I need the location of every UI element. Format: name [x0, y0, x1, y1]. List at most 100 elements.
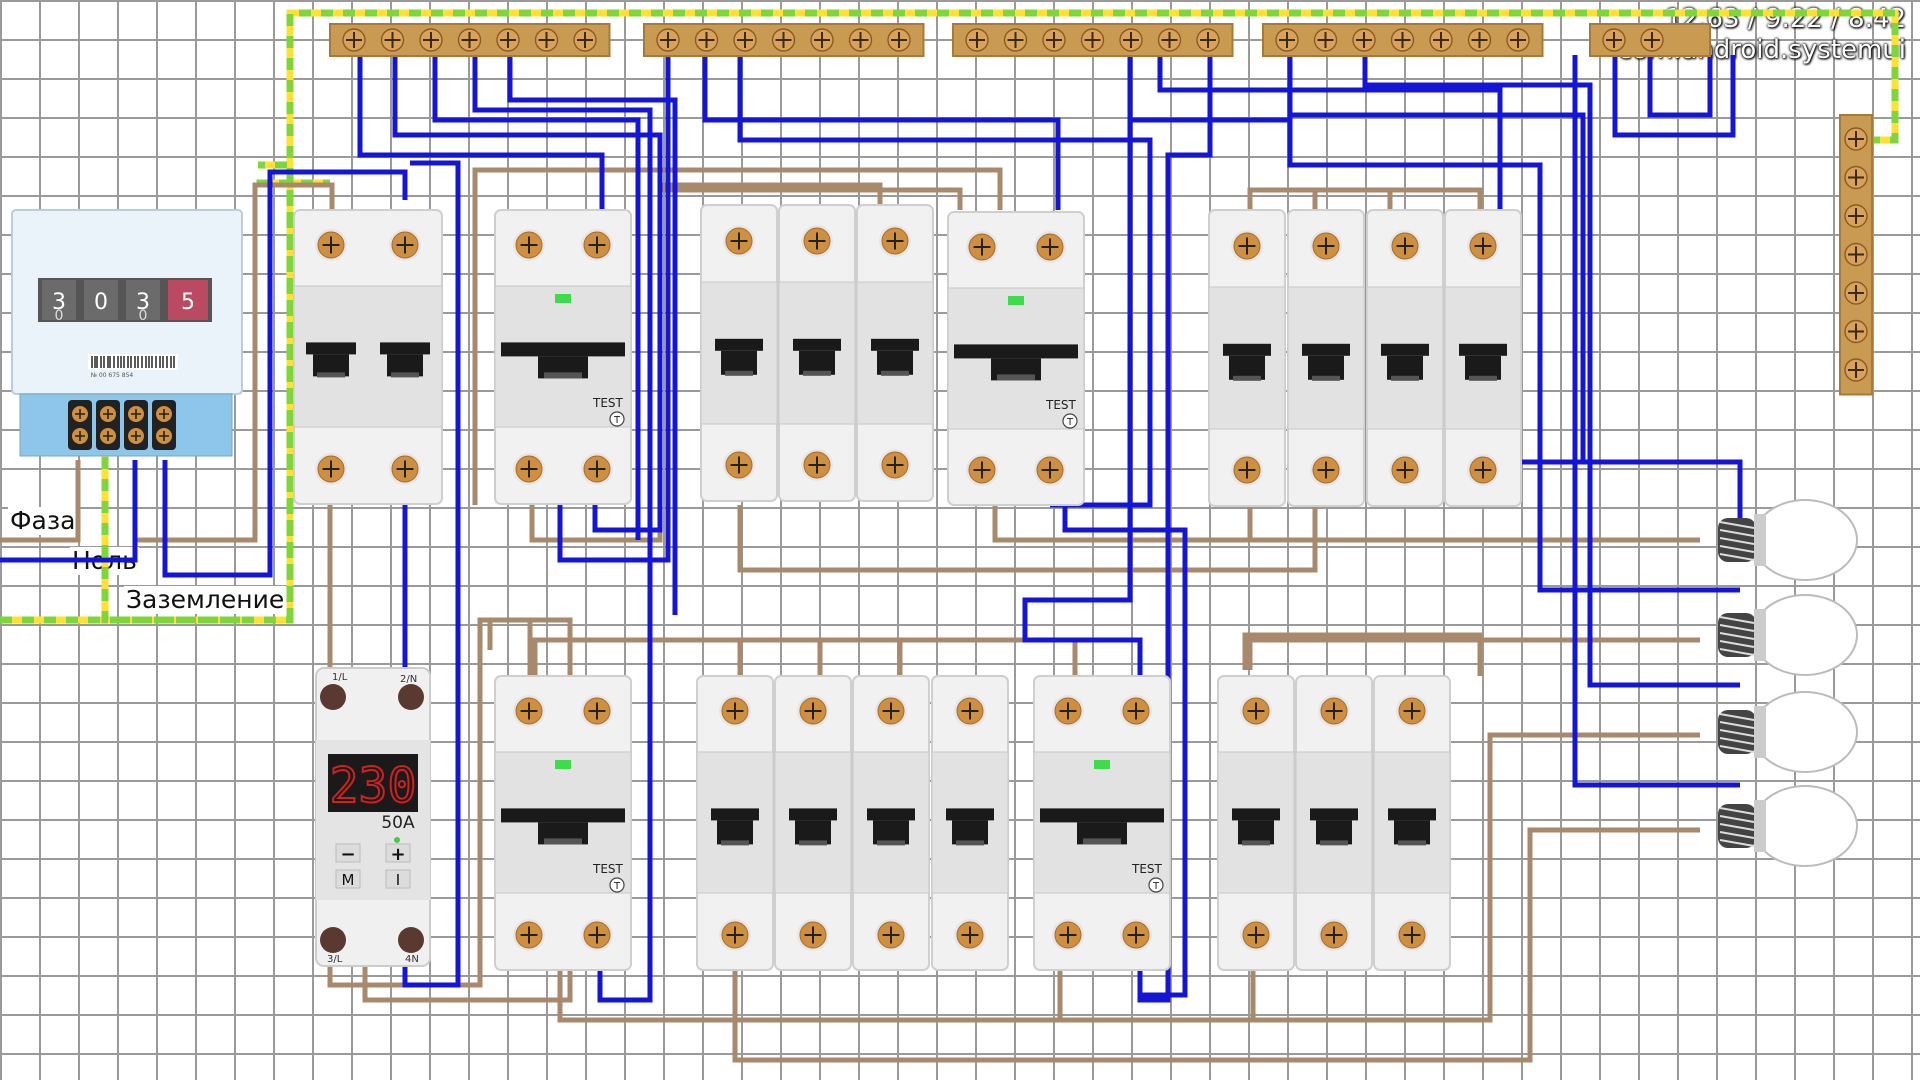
light-bulb-icon[interactable]: [1718, 691, 1858, 773]
screw-terminal[interactable]: [1396, 695, 1428, 727]
screw-terminal[interactable]: [581, 919, 613, 951]
breaker-lever[interactable]: [387, 354, 423, 377]
wire[interactable]: [532, 637, 1078, 676]
circuit-breaker[interactable]: [1287, 209, 1365, 507]
rcd-lever[interactable]: [1040, 808, 1164, 823]
relay-plus-button[interactable]: +: [390, 844, 405, 865]
screw-terminal[interactable]: [1318, 695, 1350, 727]
screw-terminal[interactable]: [513, 453, 545, 485]
screw-terminal[interactable]: [723, 225, 755, 257]
wire[interactable]: [162, 169, 408, 578]
circuit-breaker[interactable]: [856, 204, 934, 502]
rcd-lever[interactable]: [501, 342, 625, 357]
light-bulb-icon[interactable]: [1718, 594, 1858, 676]
screw-terminal[interactable]: [875, 695, 907, 727]
screw-terminal[interactable]: [513, 229, 545, 261]
wire[interactable]: [1062, 505, 1188, 998]
screw-terminal[interactable]: [1396, 919, 1428, 951]
ground-wire[interactable]: [0, 9, 1899, 624]
wire[interactable]: [1612, 55, 1736, 138]
screw-terminal[interactable]: [1389, 454, 1421, 486]
screw-terminal[interactable]: [719, 695, 751, 727]
electric-meter[interactable]: 3 0 3 5 0 0 № 00 675 854: [11, 209, 243, 457]
screw-terminal[interactable]: [1231, 454, 1263, 486]
wire[interactable]: [432, 55, 641, 540]
screw-terminal[interactable]: [389, 453, 421, 485]
wire[interactable]: [992, 505, 1700, 543]
screw-terminal[interactable]: [1052, 695, 1084, 727]
screw-terminal[interactable]: [1467, 454, 1499, 486]
wire[interactable]: [357, 55, 605, 210]
circuit-breaker[interactable]: [1373, 675, 1451, 971]
screw-terminal[interactable]: [719, 919, 751, 951]
rcd-test-button[interactable]: [1148, 877, 1164, 893]
wire[interactable]: [1287, 90, 1586, 462]
relay-terminal-screw[interactable]: [320, 684, 346, 710]
rcd-test-button[interactable]: [1062, 413, 1078, 429]
wire[interactable]: [1245, 637, 1700, 670]
rcd-lever[interactable]: [954, 344, 1078, 359]
relay-terminal-screw[interactable]: [320, 927, 346, 953]
screw-terminal[interactable]: [315, 453, 347, 485]
wire[interactable]: [1022, 55, 1143, 676]
wire[interactable]: [1242, 632, 1483, 676]
breaker-lever[interactable]: [313, 354, 349, 377]
screw-terminal[interactable]: [1120, 919, 1152, 951]
voltage-relay[interactable]: 1/L 2/N 230 50A − + M I 3/L 4N: [315, 667, 431, 967]
screw-terminal[interactable]: [1034, 231, 1066, 263]
terminal-busbar[interactable]: [329, 23, 611, 57]
wire[interactable]: [472, 167, 1003, 505]
rcd-test-button[interactable]: [609, 877, 625, 893]
wire[interactable]: [1250, 970, 1490, 1023]
screw-terminal[interactable]: [797, 695, 829, 727]
screw-terminal[interactable]: [1231, 230, 1263, 262]
terminal-busbar[interactable]: [1839, 114, 1873, 396]
screw-terminal[interactable]: [581, 695, 613, 727]
screw-terminal[interactable]: [1240, 919, 1272, 951]
rcd-test-button[interactable]: [609, 411, 625, 427]
wire[interactable]: [0, 460, 81, 543]
terminal-busbar[interactable]: [1262, 23, 1544, 57]
relay-terminal-screw[interactable]: [398, 684, 424, 710]
circuit-breaker[interactable]: [700, 204, 778, 502]
circuit-breaker[interactable]: [293, 209, 443, 505]
wire[interactable]: [557, 55, 671, 563]
screw-terminal[interactable]: [315, 229, 347, 261]
screw-terminal[interactable]: [1120, 695, 1152, 727]
wire[interactable]: [1647, 55, 1713, 118]
circuit-breaker[interactable]: [774, 675, 852, 971]
screw-terminal[interactable]: [966, 454, 998, 486]
circuit-breaker[interactable]: [852, 675, 930, 971]
screw-terminal[interactable]: [1034, 454, 1066, 486]
screw-terminal[interactable]: [723, 449, 755, 481]
circuit-breaker[interactable]: [1366, 209, 1444, 507]
circuit-breaker[interactable]: [778, 204, 856, 502]
screw-terminal[interactable]: [581, 453, 613, 485]
wire[interactable]: [0, 460, 138, 563]
wire[interactable]: [1287, 55, 1740, 593]
relay-info-button[interactable]: I: [396, 871, 400, 889]
meter-terminal-block[interactable]: [68, 400, 176, 450]
wire[interactable]: [1572, 55, 1740, 788]
terminal-busbar[interactable]: [952, 23, 1234, 57]
screw-terminal[interactable]: [513, 919, 545, 951]
screw-terminal[interactable]: [1240, 695, 1272, 727]
relay-terminal-screw[interactable]: [398, 927, 424, 953]
light-bulb-icon[interactable]: [1718, 499, 1858, 581]
circuit-breaker[interactable]: [1217, 675, 1295, 971]
relay-mode-button[interactable]: M: [342, 871, 355, 889]
terminal-busbar[interactable]: [643, 23, 925, 57]
wire[interactable]: [472, 55, 653, 1003]
wire[interactable]: [327, 617, 533, 988]
wire[interactable]: [392, 55, 663, 533]
wire[interactable]: [737, 55, 1153, 508]
relay-minus-button[interactable]: −: [340, 844, 355, 865]
screw-terminal[interactable]: [1310, 230, 1342, 262]
terminal-busbar[interactable]: [1589, 23, 1711, 57]
screw-terminal[interactable]: [797, 919, 829, 951]
screw-terminal[interactable]: [954, 919, 986, 951]
